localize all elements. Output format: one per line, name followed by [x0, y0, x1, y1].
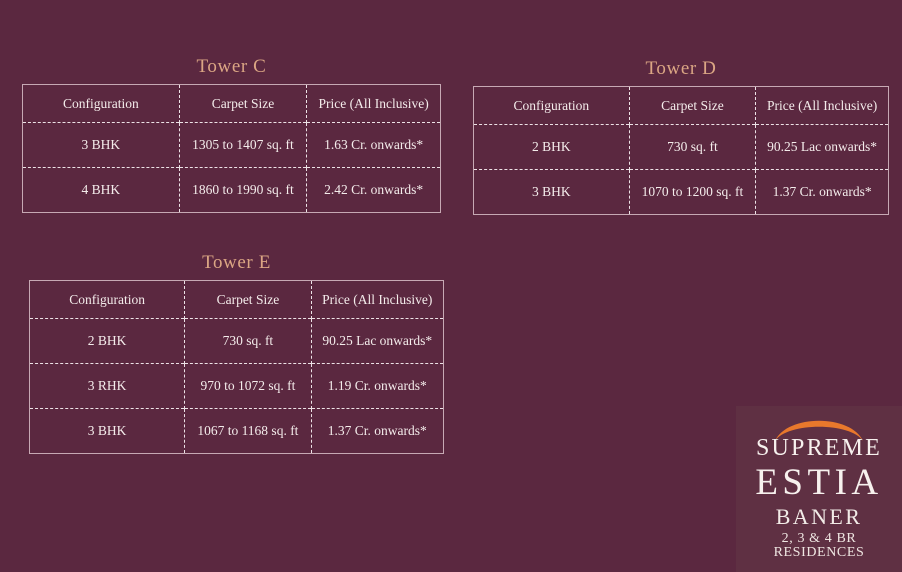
- tower-d-title: Tower D: [645, 58, 717, 79]
- orange-arc-icon: [775, 420, 863, 441]
- tower-d-table: Configuration Carpet Size Price (All Inc…: [473, 86, 889, 215]
- cell-price: 2.42 Cr. onwards*: [306, 167, 441, 213]
- cell-carpet-size: 1305 to 1407 sq. ft: [179, 122, 308, 168]
- cell-configuration: 2 BHK: [29, 318, 186, 364]
- table-row: 2 BHK 730 sq. ft 90.25 Lac onwards*: [473, 124, 889, 170]
- tower-c-title: Tower C: [196, 56, 267, 77]
- brand-tagline: 2, 3 & 4 BR RESIDENCES: [773, 531, 865, 560]
- table-header-row: Configuration Carpet Size Price (All Inc…: [22, 84, 441, 123]
- tower-block-e: Tower E Configuration Carpet Size Price …: [29, 252, 444, 454]
- column-header-carpet-size: Carpet Size: [179, 84, 308, 123]
- column-header-price: Price (All Inclusive): [766, 97, 878, 113]
- table-row: 3 BHK 1067 to 1168 sq. ft 1.37 Cr. onwar…: [29, 408, 444, 454]
- tower-block-d: Tower D Configuration Carpet Size Price …: [473, 58, 889, 215]
- cell-price: 1.63 Cr. onwards*: [306, 122, 441, 168]
- table-row: 3 BHK 1070 to 1200 sq. ft 1.37 Cr. onwar…: [473, 169, 889, 215]
- column-header-configuration: Configuration: [29, 280, 186, 319]
- cell-configuration: 4 BHK: [22, 167, 180, 213]
- tower-e-title: Tower E: [202, 252, 271, 273]
- table-row: 2 BHK 730 sq. ft 90.25 Lac onwards*: [29, 318, 444, 364]
- column-header-carpet-size: Carpet Size: [629, 86, 757, 125]
- brand-name-supreme: SUPREME: [755, 435, 883, 461]
- cell-price: 90.25 Lac onwards*: [755, 124, 889, 170]
- cell-price: 1.19 Cr. onwards*: [311, 363, 444, 409]
- table-header-row: Configuration Carpet Size Price (All Inc…: [29, 280, 444, 319]
- column-header-configuration: Configuration: [22, 84, 180, 123]
- column-header-price: Price (All Inclusive): [318, 95, 429, 111]
- cell-carpet-size: 730 sq. ft: [184, 318, 312, 364]
- column-header-price: Price (All Inclusive): [322, 291, 433, 307]
- brand-location-baner: BANER: [775, 504, 863, 529]
- column-header-configuration: Configuration: [473, 86, 630, 125]
- cell-configuration: 3 BHK: [29, 408, 186, 454]
- brand-name-estia: ESTIA: [755, 462, 883, 503]
- table-row: 4 BHK 1860 to 1990 sq. ft 2.42 Cr. onwar…: [22, 167, 441, 213]
- tower-block-c: Tower C Configuration Carpet Size Price …: [22, 56, 441, 213]
- brand-logo-panel: SUPREME ESTIA BANER 2, 3 & 4 BR RESIDENC…: [736, 406, 902, 572]
- cell-configuration: 3 BHK: [22, 122, 180, 168]
- cell-carpet-size: 730 sq. ft: [629, 124, 757, 170]
- cell-carpet-size: 1070 to 1200 sq. ft: [629, 169, 757, 215]
- tower-c-table: Configuration Carpet Size Price (All Inc…: [22, 84, 441, 213]
- table-row: 3 BHK 1305 to 1407 sq. ft 1.63 Cr. onwar…: [22, 122, 441, 168]
- cell-price: 1.37 Cr. onwards*: [311, 408, 444, 454]
- cell-configuration: 3 RHK: [29, 363, 186, 409]
- cell-price: 90.25 Lac onwards*: [311, 318, 444, 364]
- table-row: 3 RHK 970 to 1072 sq. ft 1.19 Cr. onward…: [29, 363, 444, 409]
- column-header-carpet-size: Carpet Size: [184, 280, 312, 319]
- cell-price: 1.37 Cr. onwards*: [755, 169, 889, 215]
- cell-configuration: 3 BHK: [473, 169, 630, 215]
- table-header-row: Configuration Carpet Size Price (All Inc…: [473, 86, 889, 125]
- tower-e-table: Configuration Carpet Size Price (All Inc…: [29, 280, 444, 454]
- cell-carpet-size: 1860 to 1990 sq. ft: [179, 167, 308, 213]
- cell-carpet-size: 970 to 1072 sq. ft: [184, 363, 312, 409]
- cell-carpet-size: 1067 to 1168 sq. ft: [184, 408, 312, 454]
- cell-configuration: 2 BHK: [473, 124, 630, 170]
